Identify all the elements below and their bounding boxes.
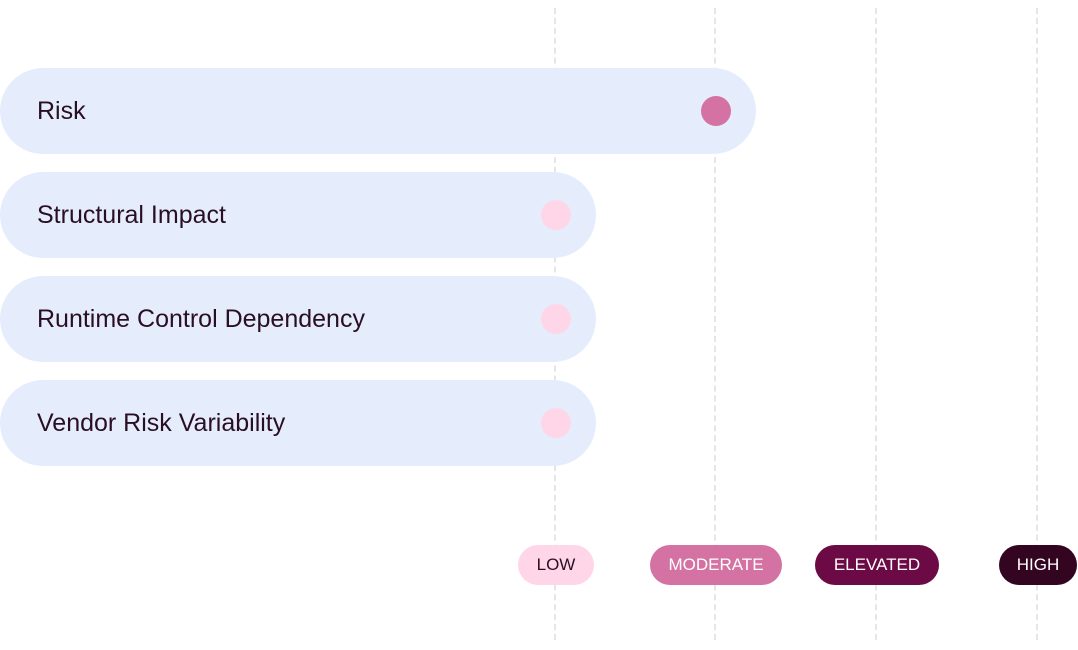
- level-pill-low: LOW: [518, 545, 594, 585]
- bar-value-dot: [541, 304, 571, 334]
- bar-label: Vendor Risk Variability: [37, 409, 286, 437]
- level-pill-elevated: ELEVATED: [815, 545, 939, 585]
- level-pill-high: HIGH: [999, 545, 1077, 585]
- bar-label: Structural Impact: [37, 201, 226, 229]
- level-pill-moderate: MODERATE: [650, 545, 782, 585]
- bar-value-dot: [541, 200, 571, 230]
- bar-value-dot: [541, 408, 571, 438]
- bar-label: Runtime Control Dependency: [37, 305, 365, 333]
- bar-value-dot: [701, 96, 731, 126]
- bar-risk: Risk: [0, 68, 756, 154]
- bar-label: Risk: [37, 97, 86, 125]
- gridline-high: [1036, 8, 1038, 640]
- gridline-elevated: [875, 8, 877, 640]
- bar-structural-impact: Structural Impact: [0, 172, 596, 258]
- bar-vendor-risk-variability: Vendor Risk Variability: [0, 380, 596, 466]
- gridline-moderate: [714, 8, 716, 640]
- bar-runtime-control-dependency: Runtime Control Dependency: [0, 276, 596, 362]
